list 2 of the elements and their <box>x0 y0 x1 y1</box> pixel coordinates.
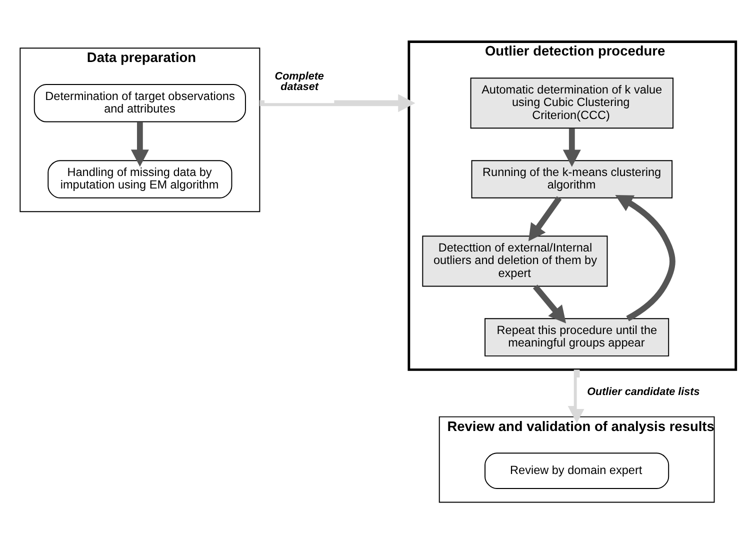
edge-label: Complete dataset <box>274 70 324 94</box>
edge-label: Outlier candidate lists <box>587 386 700 398</box>
